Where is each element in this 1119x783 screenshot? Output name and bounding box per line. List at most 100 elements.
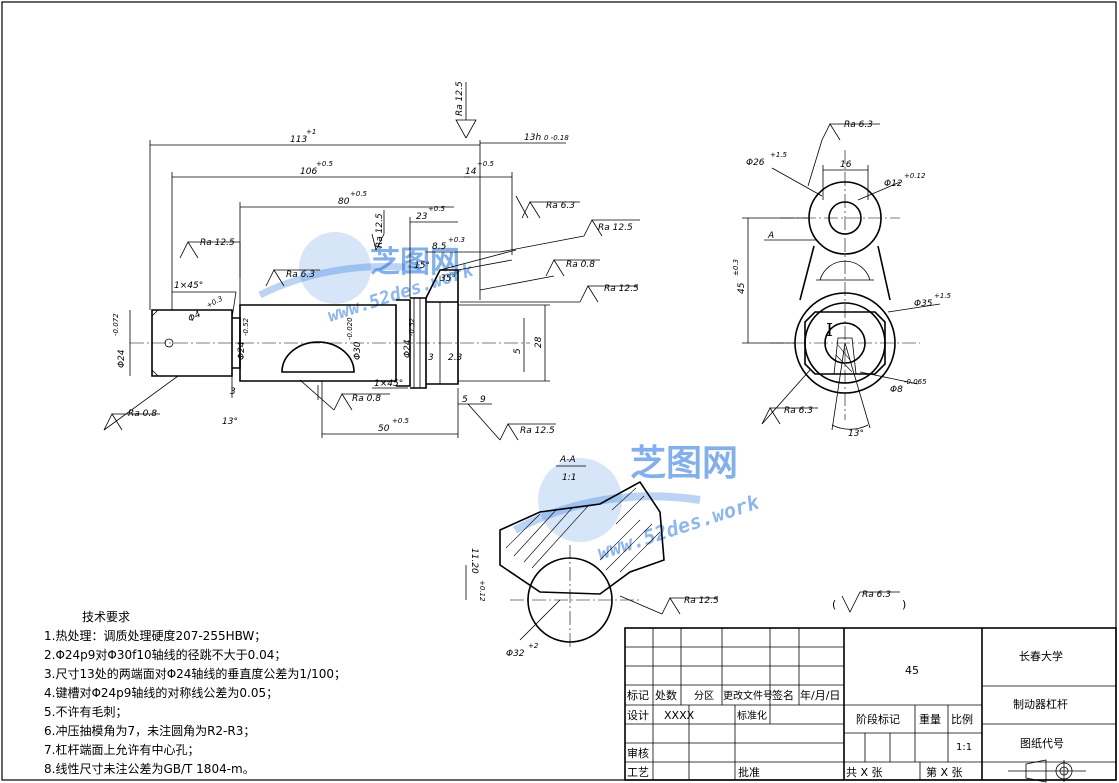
ra-r4: Ra 6.3 [546, 201, 575, 211]
dim-chamfer: 1×45° [174, 281, 203, 291]
dim-phi30-tol: -0.020 [346, 317, 354, 340]
dim-phi35-tol: +1.5 [934, 292, 952, 300]
title-block: 45 长春大学 制动器杠杆 图纸代号 标记 处数 分区 更改文件号 签名 年/月… [624, 627, 1117, 783]
dim-113: 113 [290, 135, 307, 145]
tb-mark: 标记 [627, 688, 649, 702]
dim-phi8-tol: -0.065 [904, 378, 927, 386]
dim-14: 14 [465, 167, 477, 177]
requirements-title: 技术要求 [82, 610, 131, 624]
projection-symbol-icon [1008, 759, 1086, 783]
dim-14-tol: +0.5 [477, 160, 495, 168]
dim-11-20: 11.20 [469, 548, 479, 574]
dim-2-3: 2.3 [448, 353, 463, 363]
tb-count: 处数 [655, 689, 677, 702]
side-view [770, 150, 920, 420]
side-dimensions: 16 Φ26 +1.5 Φ12 +0.12 45 ±0.3 A Φ35 +1.5… [732, 151, 952, 439]
requirement-item: 1.热处理：调质处理硬度207-255HBW； [44, 629, 267, 643]
dim-phi4: Φ4 [187, 310, 203, 325]
tb-review: 审核 [627, 746, 649, 760]
dim-16: 16 [840, 160, 852, 170]
dim-5v: 5 [513, 348, 523, 354]
dim-113-tol: +1 [306, 128, 316, 136]
tb-change-doc: 更改文件号 [723, 689, 773, 702]
watermark-middle: 芝图网 www.52des.work [513, 443, 763, 565]
watermark-brand-2: 芝图网 [630, 443, 738, 484]
dim-80-tol: +0.5 [350, 190, 368, 198]
dim-phi24p-tol: -0.52 [242, 317, 250, 336]
section-scale: 1:1 [562, 473, 576, 483]
ra-r7: Ra 12.5 [598, 223, 633, 233]
tb-design: 设计 [627, 709, 649, 722]
requirement-item: 6.冲压抽模角为7，未注圆角为R2-R3； [44, 724, 256, 738]
dim-8-5-tol: +0.3 [448, 236, 465, 244]
label-i: I [826, 320, 833, 341]
ra-r3: Ra 6.3 [286, 270, 315, 280]
dim-phi32: Φ32 [506, 649, 525, 659]
dim-phi12: Φ12 [884, 179, 903, 189]
dim-phi8: Φ8 [890, 385, 903, 395]
ra-r6: Ra 0.8 [566, 260, 595, 270]
requirement-item: 5.不许有毛刺； [44, 705, 128, 719]
tb-part-name: 制动器杠杆 [1013, 697, 1068, 711]
tb-weight: 重量 [919, 712, 941, 726]
roughness-front: Ra 12.5 Ra 12.5 Ra 6.3 Ra 6.3 Ra 12.5 Ra… [103, 81, 640, 441]
dim-28: 28 [534, 336, 544, 348]
ra-r2: Ra 12.5 [200, 238, 235, 248]
front-dimensions: 113 +1 106 +0.5 80 +0.5 23 +0.5 14 +0.5 … [112, 128, 569, 438]
label-a: A [767, 231, 774, 241]
angle-13b: 13° [848, 429, 864, 439]
tb-zone: 分区 [694, 690, 714, 702]
dim-phi24-left: Φ24 [117, 349, 127, 368]
dim-11-20-tol: +0.12 [478, 580, 486, 602]
dim-phi4-tol: +0.3 [205, 295, 224, 310]
tb-total-sheets: 共 X 张 [846, 766, 883, 779]
tb-designer: XXXX [664, 709, 695, 722]
tb-sheet-no: 第 X 张 [926, 765, 963, 779]
dim-45-tol: ±0.3 [732, 259, 740, 276]
tb-drawing-no-label: 图纸代号 [1020, 737, 1064, 750]
ra-r5: Ra 12.5 [375, 213, 385, 248]
dim-9: 9 [480, 395, 486, 405]
tb-material: 45 [905, 664, 919, 677]
tb-scale-value: 1:1 [956, 742, 972, 753]
section-view: A-A 1:1 11.20 +0.12 Φ32 +2 Ra 12.5 [465, 455, 719, 659]
tb-school: 长春大学 [1019, 649, 1063, 663]
ra-r11: Ra 12.5 [520, 426, 555, 436]
section-title: A-A [559, 455, 576, 465]
angle-35: 35° [440, 274, 456, 284]
requirement-item: 3.尺寸13处的两端面对Φ24轴线的垂直度公差为1/100； [44, 667, 347, 681]
dim-3a: 3 [428, 353, 434, 363]
angle-13a: 13° [222, 417, 238, 427]
dim-80: 80 [338, 197, 350, 207]
dim-13h: 13h [524, 133, 541, 143]
dim-phi30: Φ30 [353, 341, 363, 360]
general-roughness: ( Ra 6.3 ) [832, 590, 906, 613]
dim-phi24c-tol: -0.52 [408, 317, 416, 336]
requirement-item: 4.键槽对Φ24p9轴线的对称线公差为0.05； [44, 686, 279, 700]
ra-general: Ra 6.3 [862, 590, 891, 600]
dim-3b: 3 [230, 387, 236, 397]
svg-text:): ) [902, 598, 906, 611]
tb-stage: 阶段标记 [856, 712, 900, 726]
tb-scale-label: 比例 [951, 712, 973, 726]
dim-106-tol: +0.5 [316, 160, 334, 168]
tb-date: 年/月/日 [800, 688, 840, 702]
ra-r14: Ra 12.5 [684, 596, 719, 606]
dim-phi26-tol: +1.5 [770, 151, 788, 159]
dim-5h: 5 [462, 395, 468, 405]
dim-phi12-tol: +0.12 [904, 172, 926, 180]
tb-approve: 批准 [738, 765, 760, 779]
angle-15: 15° [414, 261, 430, 271]
dim-phi35: Φ35 [914, 299, 933, 309]
dim-106: 106 [300, 167, 317, 177]
dim-50-tol: +0.5 [392, 417, 410, 425]
dim-23-tol: +0.5 [428, 205, 446, 213]
dim-8-5: 8.5 [432, 242, 447, 252]
technical-requirements: 技术要求 1.热处理：调质处理硬度207-255HBW； 2.Φ24p9对Φ30… [44, 608, 424, 779]
watermark-brand: 芝图网 [370, 245, 460, 280]
dim-phi24-left-tol: -0.072 [112, 313, 120, 336]
tb-sign: 签名 [772, 688, 794, 702]
ra-r9: Ra 0.8 [128, 409, 157, 419]
tb-standardize: 标准化 [737, 709, 767, 722]
